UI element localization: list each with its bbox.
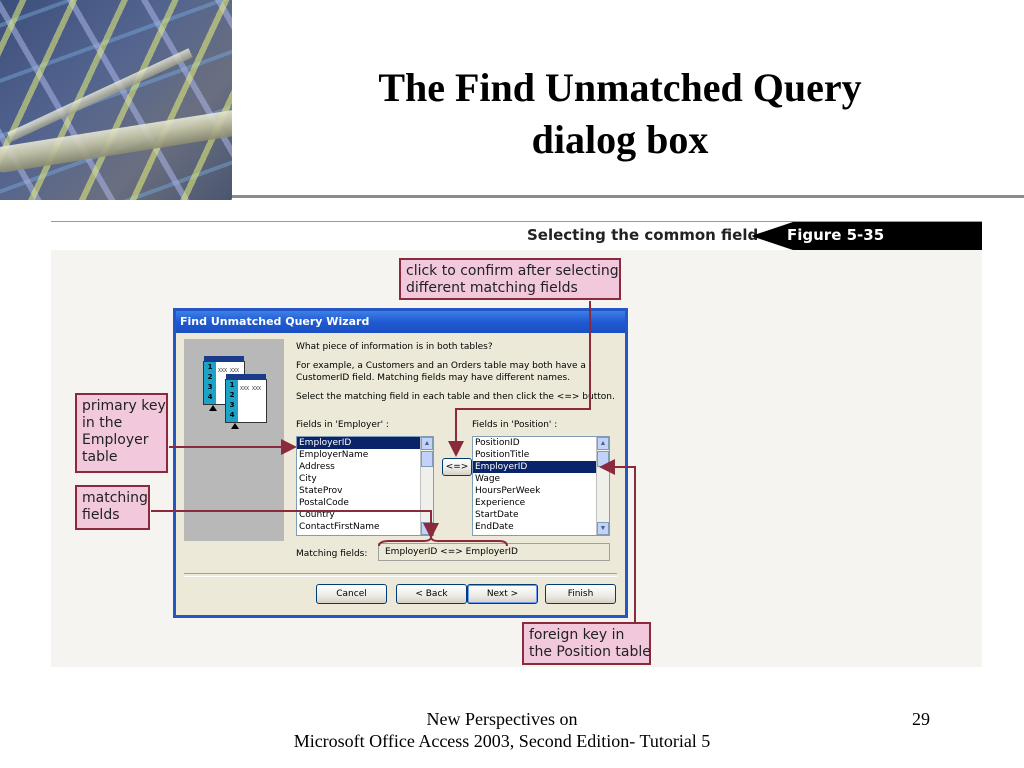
page-number: 29	[912, 709, 930, 729]
callout-foreign-key: foreign key in the Position table	[522, 622, 651, 665]
dialog-instruction: Select the matching field in each table …	[296, 392, 615, 402]
scroll-thumb[interactable]	[421, 451, 433, 467]
slide-title-line-1: The Find Unmatched Query	[378, 65, 862, 110]
callout-primary-key-line-2: in the	[82, 415, 123, 431]
scroll-down-icon[interactable]: ▼	[597, 522, 609, 535]
table-icon-2-numbers: 1 2 3 4	[226, 380, 238, 422]
slide-title-line-2: dialog box	[531, 117, 709, 162]
right-list-label: Fields in 'Position' :	[472, 420, 558, 430]
icon-num-3: 3	[207, 383, 213, 391]
scroll-thumb[interactable]	[597, 451, 609, 467]
employer-list-scrollbar[interactable]: ▲ ▼	[420, 437, 433, 535]
dialog-question: What piece of information is in both tab…	[296, 342, 493, 352]
figure: Selecting the common field Figure 5-35 c…	[51, 221, 982, 667]
figure-caption: Selecting the common field	[527, 226, 759, 244]
dialog-title: Find Unmatched Query Wizard	[176, 311, 625, 333]
list-item[interactable]: EmployerName	[299, 450, 369, 460]
position-fields-list[interactable]: PositionID PositionTitle EmployerID Wage…	[472, 436, 610, 536]
scroll-up-icon[interactable]: ▲	[597, 437, 609, 450]
list-item[interactable]: Experience	[475, 498, 526, 508]
table-icon-1-header	[204, 356, 244, 362]
table-icon-1-cells: XXX XXX	[218, 366, 242, 376]
list-item[interactable]: ContactFirstName	[299, 522, 380, 532]
table-icon-2: 1 2 3 4 XXX XXX	[225, 374, 267, 423]
list-item[interactable]: HoursPerWeek	[475, 486, 541, 496]
figure-header: Selecting the common field Figure 5-35	[51, 221, 982, 250]
icon-num-4: 4	[207, 393, 213, 401]
list-item[interactable]: PositionTitle	[475, 450, 530, 460]
match-fields-button[interactable]: <=>	[442, 458, 472, 476]
footer-line-2: Microsoft Office Access 2003, Second Edi…	[293, 731, 711, 751]
icon-cells-row: XXX XXX	[218, 368, 240, 374]
matching-fields-value: EmployerID <=> EmployerID	[378, 543, 610, 561]
dialog-body: 1 2 3 4 XXX XXX 1 2	[184, 339, 617, 571]
callout-foreign-key-line-1: foreign key in	[529, 627, 625, 643]
icon2-num-4: 4	[229, 411, 235, 419]
callout-matching-fields: matching fields	[75, 485, 150, 530]
list-item[interactable]: EmployerID	[473, 461, 609, 473]
dialog-example-1: For example, a Customers and an Orders t…	[296, 361, 586, 371]
slide-title: The Find Unmatched Query dialog box	[300, 62, 940, 166]
list-item[interactable]: EmployerID	[297, 437, 433, 449]
icon2-num-1: 1	[229, 381, 235, 389]
figure-label: Figure 5-35	[787, 226, 885, 244]
list-item[interactable]: City	[299, 474, 317, 484]
table-icon-2-cells: XXX XXX	[240, 384, 264, 394]
icon2-num-3: 3	[229, 401, 235, 409]
dialog-example-2: CustomerID field. Matching fields may ha…	[296, 373, 571, 383]
callout-confirm-line-1: click to confirm after selecting	[406, 263, 619, 279]
callout-matching-line-1: matching	[82, 490, 148, 506]
finish-button[interactable]: Finish	[545, 584, 616, 604]
list-item[interactable]: EndDate	[475, 522, 514, 532]
list-item[interactable]: PostalCode	[299, 498, 349, 508]
icon-num-1: 1	[207, 363, 213, 371]
dialog-separator	[184, 573, 617, 577]
scroll-down-icon[interactable]: ▼	[421, 522, 433, 535]
footer-text: New Perspectives on Microsoft Office Acc…	[0, 708, 1004, 752]
find-unmatched-query-wizard: Find Unmatched Query Wizard 1 2 3 4 XXX …	[173, 308, 628, 618]
list-item[interactable]: Wage	[475, 474, 501, 484]
title-rule	[232, 195, 1024, 198]
callout-confirm: click to confirm after selecting differe…	[399, 258, 621, 300]
list-item[interactable]: StartDate	[475, 510, 519, 520]
wizard-illustration-panel: 1 2 3 4 XXX XXX 1 2	[184, 339, 284, 541]
callout-primary-key-line-4: table	[82, 449, 118, 465]
callout-primary-key: primary key in the Employer table	[75, 393, 168, 473]
scroll-up-icon[interactable]: ▲	[421, 437, 433, 450]
icon2-cells-row: XXX XXX	[240, 386, 262, 392]
icon2-num-2: 2	[229, 391, 235, 399]
callout-primary-key-line-3: Employer	[82, 432, 149, 448]
header-photo	[0, 0, 232, 200]
table-icon-2-header	[226, 374, 266, 380]
table-icon-1-numbers: 1 2 3 4	[204, 362, 216, 404]
next-button[interactable]: Next >	[467, 584, 538, 604]
position-list-scrollbar[interactable]: ▲ ▼	[596, 437, 609, 535]
list-item[interactable]: Address	[299, 462, 335, 472]
link-arrow-icon-2	[231, 423, 239, 429]
list-item[interactable]: PositionID	[475, 438, 520, 448]
callout-primary-key-line-1: primary key	[82, 398, 166, 414]
left-list-label: Fields in 'Employer' :	[296, 420, 389, 430]
back-button[interactable]: < Back	[396, 584, 467, 604]
list-item[interactable]: Country	[299, 510, 335, 520]
callout-foreign-key-line-2: the Position table	[529, 644, 651, 660]
callout-matching-line-2: fields	[82, 507, 120, 523]
footer-line-1: New Perspectives on	[426, 709, 578, 729]
employer-fields-list[interactable]: EmployerID EmployerName Address City Sta…	[296, 436, 434, 536]
callout-confirm-line-2: different matching fields	[406, 280, 578, 296]
matching-fields-label: Matching fields:	[296, 549, 368, 559]
list-item[interactable]: StateProv	[299, 486, 343, 496]
figure-label-badge: Figure 5-35	[751, 222, 982, 250]
tables-icon: 1 2 3 4 XXX XXX 1 2	[203, 355, 273, 429]
link-arrow-icon	[209, 405, 217, 411]
photo-rod	[0, 107, 232, 175]
icon-num-2: 2	[207, 373, 213, 381]
cancel-button[interactable]: Cancel	[316, 584, 387, 604]
